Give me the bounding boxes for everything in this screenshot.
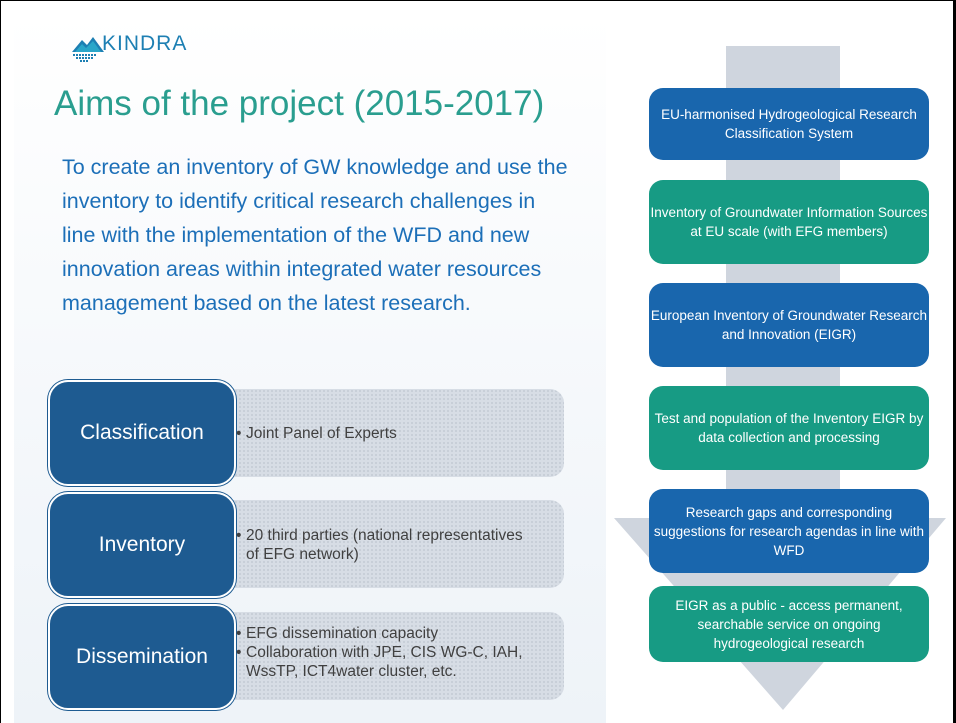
slide-title: Aims of the project (2015-2017) (54, 84, 545, 123)
slide-border-left (0, 0, 1, 723)
stage-label-dissemination: Dissemination (48, 604, 236, 710)
stage-items-dissemination: EFG dissemination capacity Collaboration… (236, 624, 552, 681)
intro-paragraph: To create an inventory of GW knowledge a… (62, 155, 568, 315)
logo-text: KINDRA (102, 32, 188, 55)
flow-step-1: EU-harmonised Hydrogeological Research C… (649, 88, 929, 160)
stage-label-classification: Classification (48, 380, 236, 486)
stage-item: 20 third parties (national representativ… (236, 526, 536, 564)
stage-items-inventory: 20 third parties (national representativ… (236, 526, 536, 564)
slide-border-top (0, 0, 956, 1)
flow-step-2: Inventory of Groundwater Information Sou… (649, 180, 929, 264)
flow-step-5: Research gaps and corresponding suggesti… (649, 489, 929, 573)
flow-step-4: Test and population of the Inventory EIG… (649, 386, 929, 470)
stage-item: Collaboration with JPE, CIS WG-C, IAH, W… (236, 643, 552, 681)
stage-item: Joint Panel of Experts (236, 424, 546, 443)
flow-step-3: European Inventory of Groundwater Resear… (649, 283, 929, 367)
mountain-logo-icon (72, 37, 104, 62)
stage-label-inventory: Inventory (48, 492, 236, 598)
slide-border-right (953, 0, 956, 723)
flow-step-6: EIGR as a public - access permanent, sea… (649, 586, 929, 662)
stage-item: EFG dissemination capacity (236, 624, 552, 643)
stage-items-classification: Joint Panel of Experts (236, 424, 546, 443)
